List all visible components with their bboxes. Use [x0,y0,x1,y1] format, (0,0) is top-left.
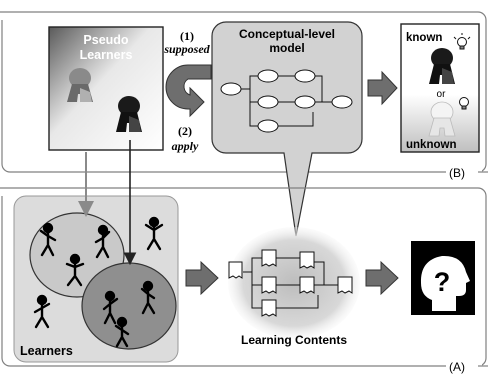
unknown-figure-icon [428,101,456,137]
panel-b-border [0,11,487,173]
learning-contents-cloud [228,227,360,339]
panel-a-label: (A) [449,360,465,374]
learning-contents-label: Learning Contents [241,333,347,347]
document-icon [299,251,315,269]
step1-number: (1) [180,29,194,43]
stick-figure [33,294,51,329]
result-known: known [406,32,442,44]
learners-label: Learners [20,344,73,358]
panel-b-label-bg [446,164,482,180]
step1-label: supposed [163,42,210,56]
pseudo-learner-figure-black [116,96,142,132]
stick-figure [102,290,119,325]
pseudo-learners-title-line2: Learners [80,48,133,62]
pseudo-learners-box: Pseudo Learners [48,26,164,151]
arrow-right-icon [367,70,398,106]
stick-figure [65,253,85,287]
model-node [294,69,316,83]
stick-figure [39,222,57,257]
learner-group-dark [81,262,177,350]
model-node [294,95,316,109]
content-graph [228,249,353,317]
stick-figure [94,224,111,259]
question-head-icon: ? [411,241,475,315]
result-box: known or unknown [400,23,480,153]
document-icon [261,299,277,317]
document-icon [337,276,353,294]
model-node [257,69,279,83]
lightbulb-icon [459,97,469,110]
step2-number: (2) [178,124,192,138]
model-node [257,95,279,109]
document-icon [228,261,243,279]
learning-contents: Learning Contents [228,227,360,347]
model-node [331,95,353,109]
panel-a-label-bg [446,358,482,374]
step2-label: apply [172,139,199,153]
stick-figures [33,216,164,348]
known-figure-icon [429,48,455,84]
pseudo-learner-figure-gray [67,68,93,102]
arrow-right-icon [185,260,219,296]
curved-arrow-icon [165,64,212,118]
document-icon [261,276,277,294]
lightbulb-icon [453,33,471,50]
panel-b: (B) [0,11,488,180]
result-unknown: unknown [406,139,456,151]
arrow-right-icon [365,260,399,296]
panel-a-border [0,187,487,367]
panel-a: (A) [0,187,488,374]
model-callout: Conceptual-level model [211,21,363,237]
stick-figure [140,280,156,315]
model-graph [220,69,353,133]
model-title-line2: model [269,41,304,55]
model-node [220,82,242,96]
document-icon [261,249,277,267]
stick-figure [144,216,164,251]
model-title-line1: Conceptual-level [239,27,335,41]
pseudo-learners-title-line1: Pseudo [83,33,129,47]
panel-b-label: (B) [449,166,465,180]
document-icon [299,276,315,294]
question-mark: ? [434,267,451,297]
result-or: or [437,89,447,100]
model-node [257,119,279,133]
stick-figure [114,316,130,348]
